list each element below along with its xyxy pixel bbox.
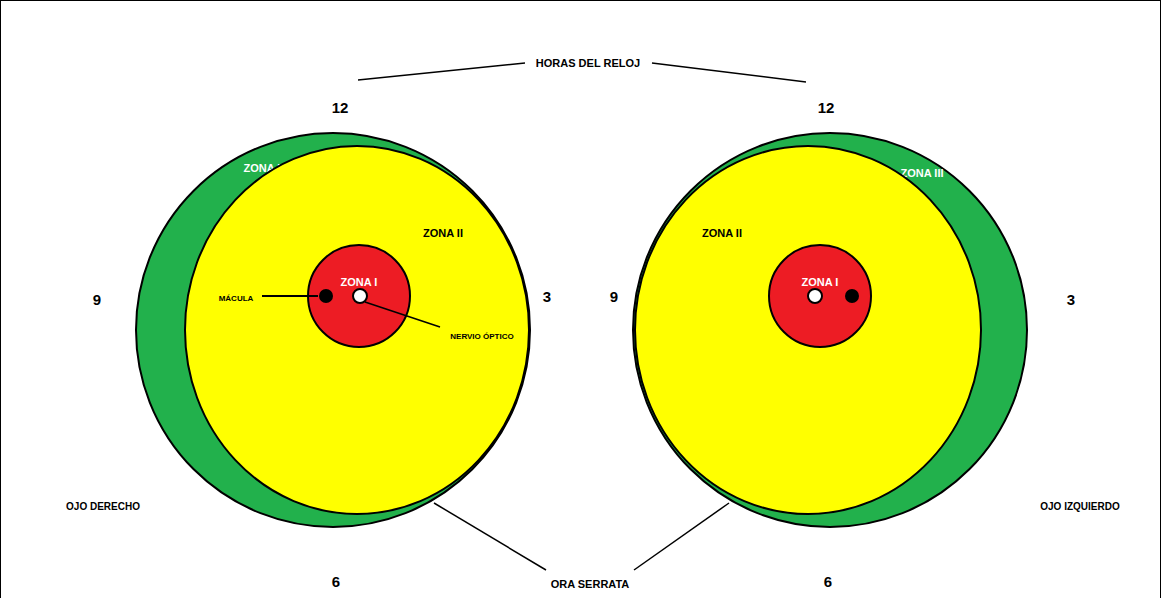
- clock-hour-holder: 12: [332, 99, 349, 117]
- clock-hour-holder: 9: [93, 291, 101, 309]
- zone-three-region-shape: [136, 133, 530, 527]
- eye-label-holder: OJO IZQUIERDO: [1040, 496, 1119, 514]
- part-label-holder: ORA SERRATA: [551, 574, 630, 592]
- zone-two-region-shape: [635, 146, 981, 514]
- clock-hour: 3: [543, 288, 551, 305]
- clock-hour: 3: [1067, 291, 1075, 308]
- zone-label-holder: ZONA I: [802, 272, 839, 290]
- leader-line: [634, 503, 729, 570]
- zone-one-region-shape: [308, 245, 410, 347]
- heading-label: HORAS DEL RELOJ: [536, 57, 640, 69]
- leader-line: [652, 63, 806, 82]
- zone-label-holder: ZONA I: [341, 272, 378, 290]
- clock-hour-holder: 6: [332, 573, 340, 591]
- zone-two-region: ZONA II ZONA I: [184, 145, 530, 515]
- clock-hour-holder: 3: [543, 288, 551, 306]
- clock-hour-holder: 3: [1067, 291, 1075, 309]
- clock-hour: 12: [332, 99, 349, 116]
- part-label-holder: MÁCULA: [219, 287, 254, 305]
- clock-hour: 6: [332, 573, 340, 590]
- part-label: MÁCULA: [219, 294, 254, 303]
- eye-label: OJO IZQUIERDO: [1040, 501, 1119, 512]
- optic-nerve-dot: [808, 289, 822, 303]
- zone-three-region: ZONA III ZONA II ZONA I: [632, 132, 1028, 528]
- clock-hour-holder: 12: [818, 99, 835, 117]
- clock-hour: 9: [93, 291, 101, 308]
- eye-label-holder: OJO DERECHO: [66, 496, 140, 514]
- zone-label-holder: ZONA II: [702, 223, 742, 241]
- leader-line: [365, 302, 440, 327]
- zone-label: ZONA I: [341, 276, 378, 288]
- macula-dot: [845, 289, 859, 303]
- clock-hour: 6: [824, 573, 832, 590]
- heading-label-holder: HORAS DEL RELOJ: [536, 53, 640, 71]
- leader-line: [434, 503, 546, 570]
- clock-hour: 12: [818, 99, 835, 116]
- zone-label: ZONA I: [802, 276, 839, 288]
- part-label: ORA SERRATA: [551, 578, 630, 590]
- leader-line: [262, 295, 318, 297]
- zone-three-region-shape: [633, 133, 1027, 527]
- clock-hour: 9: [610, 288, 618, 305]
- clock-hour-holder: 6: [824, 573, 832, 591]
- zone-one-region-shape: [769, 245, 871, 347]
- zone-label: ZONA III: [901, 167, 944, 179]
- part-label: NERVIO ÓPTICO: [450, 332, 513, 341]
- zone-two-region: ZONA II ZONA I: [634, 145, 982, 515]
- macula-dot: [319, 289, 333, 303]
- eye-label: OJO DERECHO: [66, 501, 140, 512]
- zone-two-region-shape: [185, 146, 529, 514]
- part-label-holder: NERVIO ÓPTICO: [450, 325, 513, 343]
- zone-three-region: ZONA IIIZONA IIZONA I: [135, 132, 531, 528]
- optic-nerve-dot: [353, 289, 367, 303]
- leader-line: [358, 63, 525, 80]
- clock-hour-holder: 9: [610, 288, 618, 306]
- zone-label: ZONA II: [423, 227, 463, 239]
- zone-label: ZONA II: [702, 227, 742, 239]
- zone-label-holder: ZONA II: [423, 223, 463, 241]
